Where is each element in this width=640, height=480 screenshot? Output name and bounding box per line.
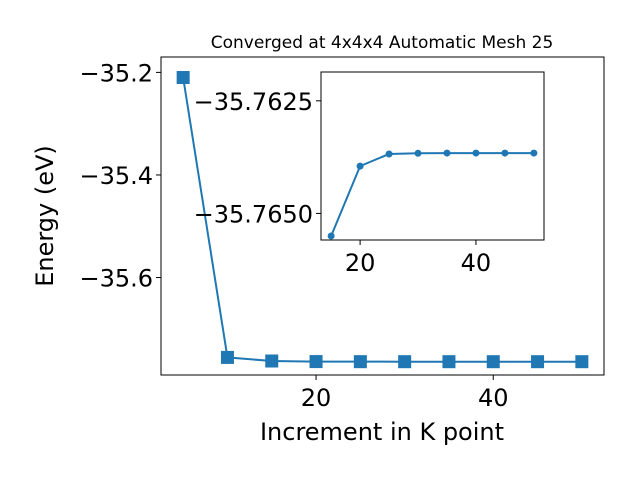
x-axis-label: Increment in K point — [260, 418, 504, 446]
inset-data-point — [414, 149, 422, 157]
main-data-point — [486, 355, 500, 369]
inset-plot-area: 20 40 −35.7650 −35.7625 — [194, 71, 545, 277]
main-y-tick-label: −35.4 — [79, 162, 153, 190]
main-data-point — [353, 355, 367, 369]
main-x-tick-label: 20 — [301, 384, 332, 412]
chart-title: Converged at 4x4x4 Automatic Mesh 25 — [211, 33, 554, 53]
inset-data-point — [472, 149, 480, 157]
inset-data-point — [501, 149, 509, 157]
main-data-point — [309, 355, 323, 369]
main-series-line — [182, 77, 582, 363]
main-x-tick-label: 40 — [478, 384, 509, 412]
inset-data-point — [530, 149, 538, 157]
main-data-point — [575, 355, 589, 369]
inset-data-point — [385, 150, 393, 158]
main-data-point — [176, 71, 190, 85]
main-data-point — [531, 355, 545, 369]
inset-data-point — [327, 232, 335, 240]
inset-x-tick-label: 40 — [461, 249, 492, 277]
inset-x-tick-label: 20 — [345, 249, 376, 277]
main-y-tick-label: −35.6 — [79, 265, 153, 293]
main-data-point — [265, 354, 279, 368]
inset-series-line — [330, 152, 534, 237]
main-y-tick-label: −35.2 — [79, 59, 153, 87]
inset-frame — [320, 71, 545, 241]
inset-y-tick-label: −35.7650 — [194, 200, 313, 228]
main-data-point — [398, 355, 412, 369]
inset-data-point — [443, 149, 451, 157]
y-axis-label: Energy (eV) — [31, 145, 59, 287]
main-data-point — [220, 350, 234, 364]
inset-y-tick-label: −35.7625 — [194, 88, 313, 116]
inset-data-point — [356, 162, 364, 170]
main-data-point — [442, 355, 456, 369]
